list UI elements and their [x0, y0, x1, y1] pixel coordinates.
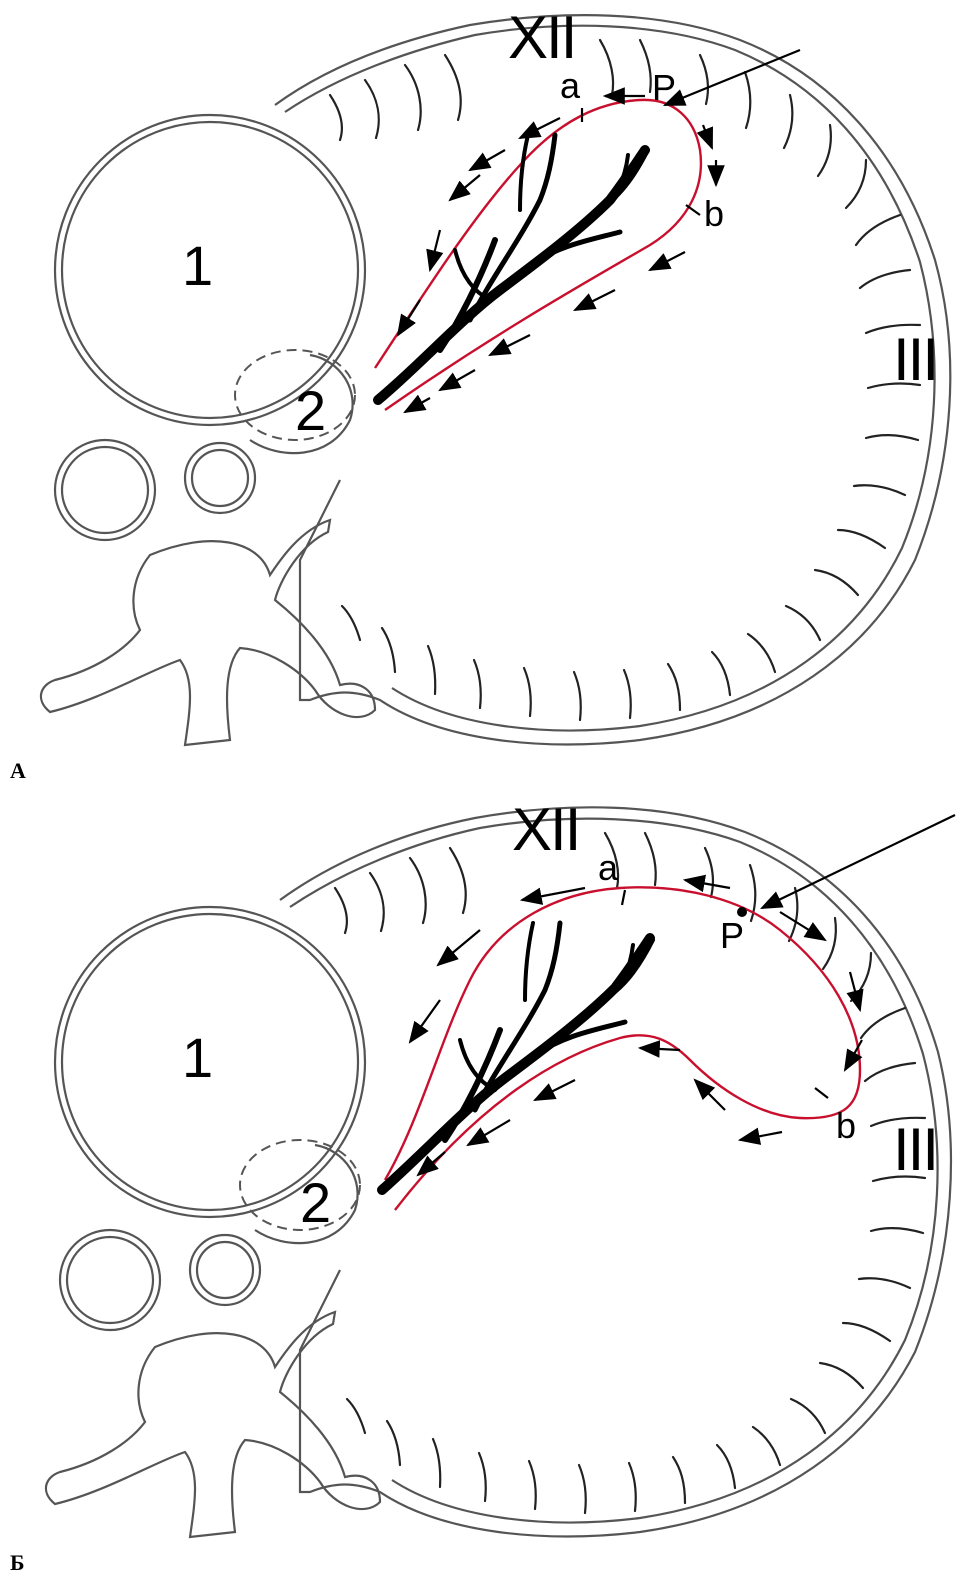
label-point-b: b [836, 1108, 856, 1144]
label-point-a: a [598, 850, 618, 886]
incision-line [385, 887, 860, 1210]
label-organ-1: 1 [182, 1030, 213, 1086]
vertebra-outline [41, 520, 375, 745]
label-point-p: P [720, 918, 744, 954]
ribs [335, 833, 925, 1513]
label-point-b: b [704, 196, 724, 232]
ribs [330, 40, 920, 720]
label-organ-2: 2 [295, 383, 326, 439]
flow-arrows [410, 815, 955, 1175]
vascular-tree [378, 135, 648, 400]
panel-b: 1 2 XII III a P b Б [0, 790, 963, 1580]
label-rib-iii: III [893, 1120, 937, 1180]
label-organ-2: 2 [300, 1175, 331, 1231]
label-point-a: a [560, 68, 580, 104]
esophagus-circle [185, 443, 255, 513]
label-point-p: P [652, 70, 676, 106]
vascular-tree [382, 923, 653, 1190]
diagram-a [0, 0, 963, 790]
body-outline [280, 807, 951, 1536]
panel-a: 1 2 XII III a P b А [0, 0, 963, 790]
panel-letter-b: Б [10, 1550, 25, 1576]
label-rib-xii: XII [508, 8, 575, 68]
body-outline [275, 15, 950, 744]
esophagus-circle [190, 1235, 260, 1305]
label-rib-iii: III [893, 330, 937, 390]
aorta-circle [55, 440, 155, 540]
panel-letter-a: А [10, 758, 26, 784]
flow-arrows [398, 50, 800, 412]
label-organ-1: 1 [182, 238, 213, 294]
aorta-circle [60, 1230, 160, 1330]
vertebra-outline [46, 1312, 380, 1537]
label-rib-xii: XII [512, 800, 579, 860]
diagram-b [0, 790, 963, 1580]
